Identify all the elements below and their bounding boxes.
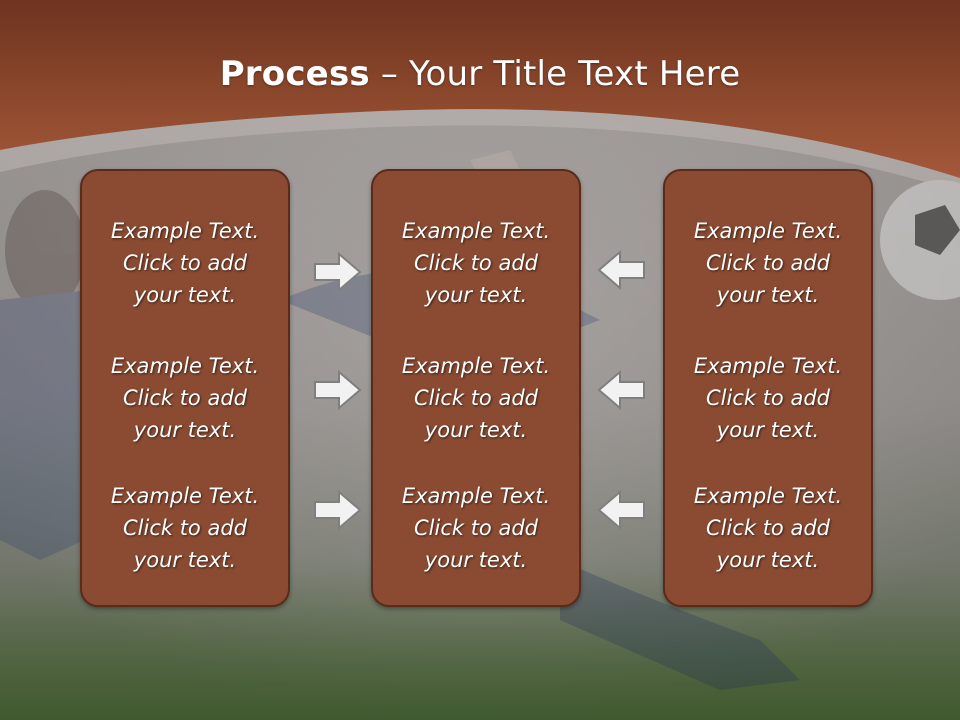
text-placeholder[interactable]: Example Text. Click to add your text. [401,354,551,442]
text-placeholder[interactable]: Example Text. Click to add your text. [110,219,260,307]
text-placeholder[interactable]: Example Text. Click to add your text. [401,219,551,307]
text-placeholder[interactable]: Example Text. Click to add your text. [693,484,843,572]
process-box-right[interactable]: Example Text. Click to add your text. Ex… [663,169,873,607]
title-rest: – Your Title Text Here [369,54,741,94]
ball-silhouette [880,180,960,300]
process-box-left[interactable]: Example Text. Click to add your text. Ex… [80,169,290,607]
text-placeholder[interactable]: Example Text. Click to add your text. [110,354,260,442]
text-placeholder[interactable]: Example Text. Click to add your text. [110,484,260,572]
left-arrow-icon[interactable] [596,489,646,531]
text-placeholder[interactable]: Example Text. Click to add your text. [401,484,551,572]
process-box-center[interactable]: Example Text. Click to add your text. Ex… [371,169,581,607]
left-arrow-icon[interactable] [596,249,646,291]
title-bold: Process [219,54,370,94]
right-arrow-icon[interactable] [313,251,363,293]
text-placeholder[interactable]: Example Text. Click to add your text. [693,354,843,442]
right-arrow-icon[interactable] [313,489,363,531]
right-arrow-icon[interactable] [313,369,363,411]
slide-title[interactable]: Process – Your Title Text Here [0,52,960,96]
text-placeholder[interactable]: Example Text. Click to add your text. [693,219,843,307]
left-arrow-icon[interactable] [596,369,646,411]
